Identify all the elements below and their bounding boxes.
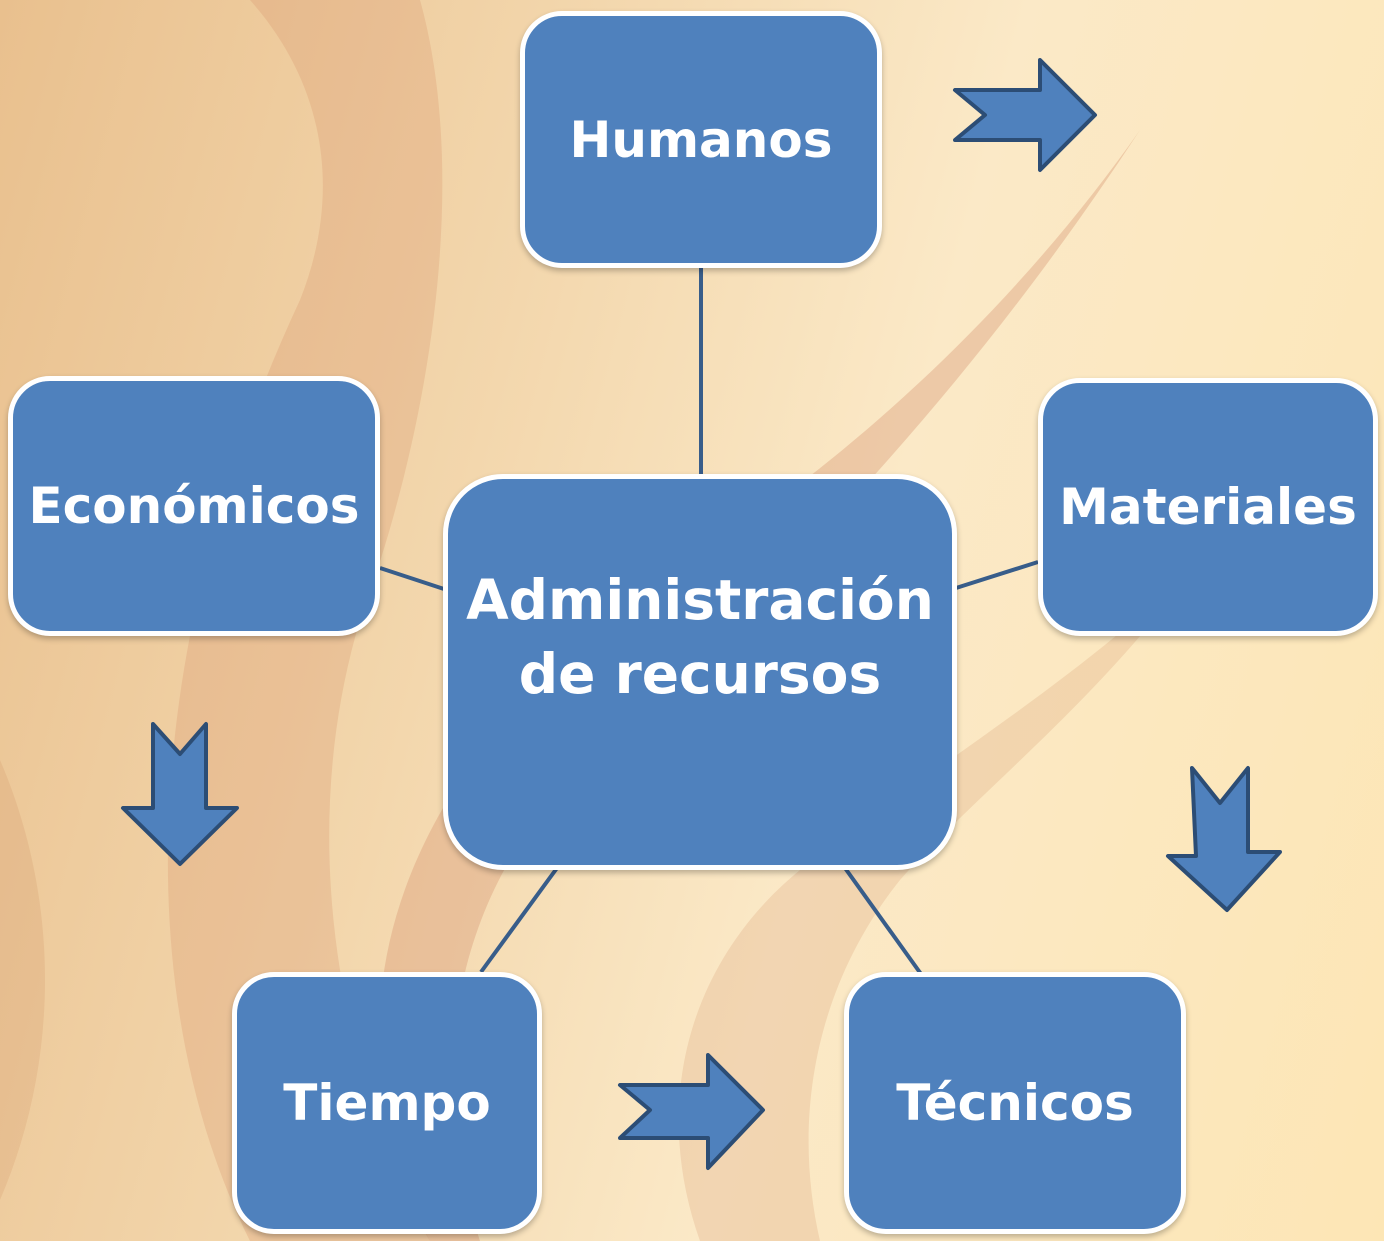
node-tiempo: Tiempo — [232, 972, 542, 1234]
right-arrow-icon-bottom — [618, 1053, 765, 1170]
center-label-line1: Administración — [466, 567, 934, 632]
connector-materiales — [955, 560, 1039, 590]
node-tiempo-label: Tiempo — [283, 1074, 491, 1132]
node-humanos: Humanos — [520, 11, 882, 268]
right-arrow-icon-top — [953, 58, 1097, 172]
node-economicos-label: Económicos — [28, 477, 360, 535]
node-materiales: Materiales — [1038, 378, 1378, 636]
center-label: Administración de recursos — [466, 563, 934, 712]
node-economicos: Económicos — [8, 376, 380, 636]
down-arrow-icon-right — [1166, 766, 1282, 912]
node-materiales-label: Materiales — [1059, 478, 1357, 536]
connector-tiempo — [479, 866, 559, 974]
connector-economicos — [379, 566, 448, 592]
node-tecnicos: Técnicos — [844, 972, 1186, 1234]
node-tecnicos-label: Técnicos — [896, 1074, 1134, 1132]
down-arrow-icon-left — [121, 722, 239, 866]
center-label-line2: de recursos — [518, 642, 882, 706]
connector-tecnicos — [843, 866, 923, 976]
node-center-administracion: Administración de recursos — [443, 474, 957, 870]
node-humanos-label: Humanos — [569, 110, 833, 169]
